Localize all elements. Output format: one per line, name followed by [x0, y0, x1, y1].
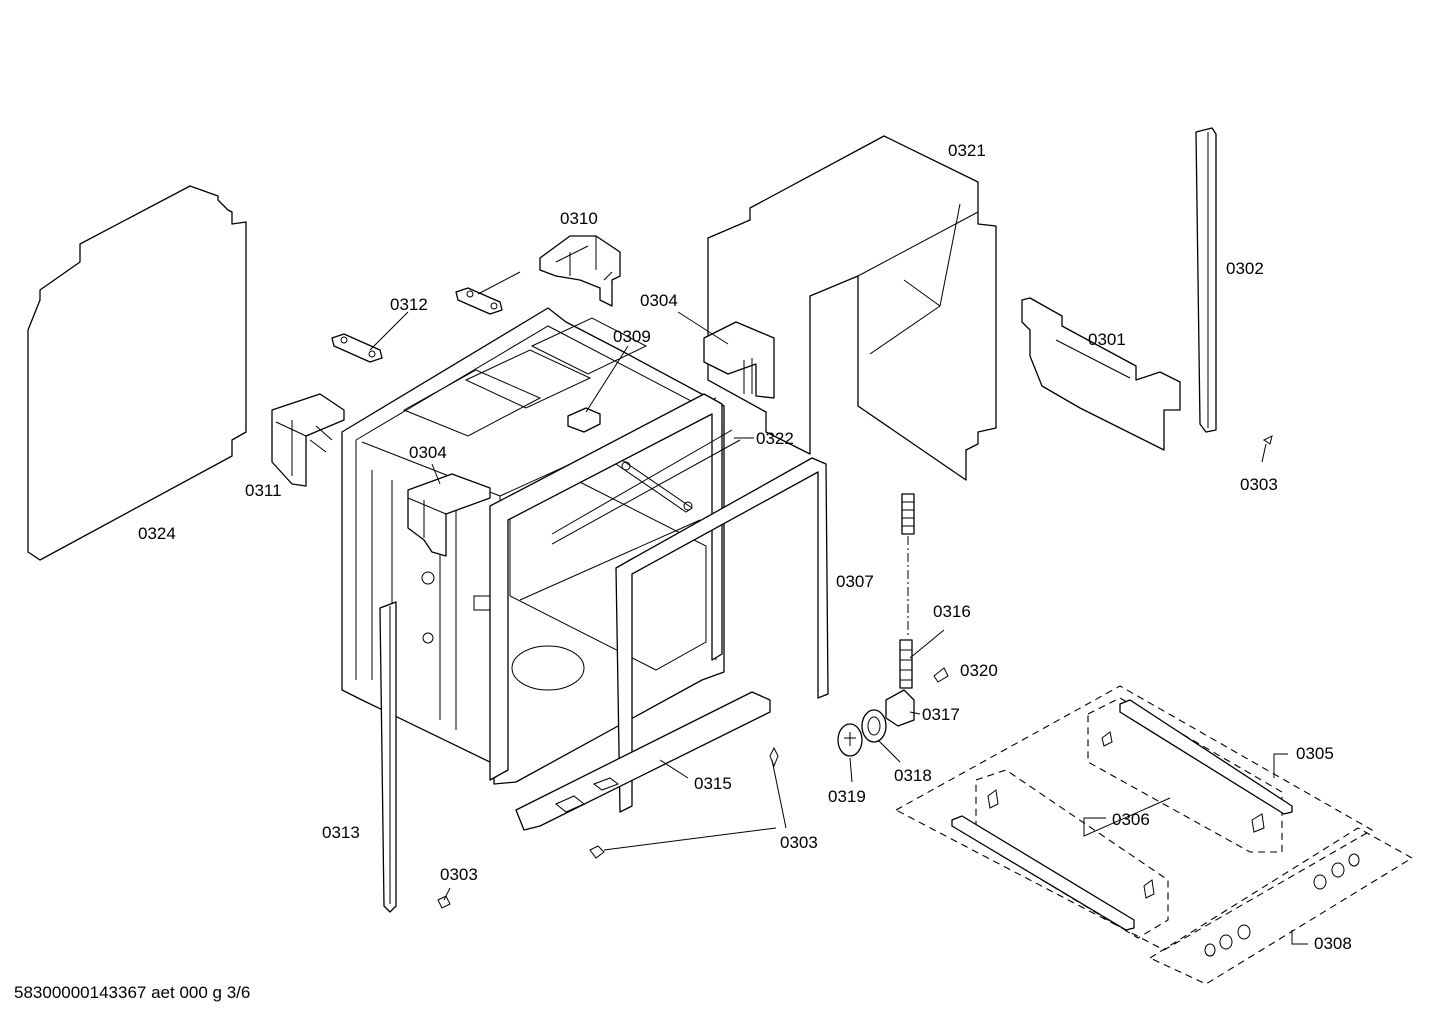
part-rail-kits: [894, 685, 1414, 985]
part-labels: 0321 0302 0310 0312 0304 0309 0301 0322 …: [138, 141, 1352, 953]
part-0318-ring: [861, 709, 887, 743]
document-code: 58300000143367 aet 000 g 3/6: [14, 983, 250, 1002]
label-0311: 0311: [245, 481, 282, 500]
label-0316: 0316: [933, 602, 971, 621]
label-0304-right: 0304: [640, 291, 678, 310]
part-0312-plates: [331, 287, 503, 363]
label-0302: 0302: [1226, 259, 1264, 278]
label-0303-left: 0303: [440, 865, 478, 884]
part-0310-bracket: [539, 235, 621, 307]
part-0309-clip: [567, 407, 601, 433]
label-0310: 0310: [560, 209, 598, 228]
label-0317: 0317: [922, 705, 960, 724]
label-0301: 0301: [1088, 330, 1126, 349]
label-0309: 0309: [613, 327, 651, 346]
label-0306: 0306: [1112, 810, 1150, 829]
part-0302-strip: [1195, 127, 1217, 433]
part-0313-strip: [379, 601, 397, 913]
label-0315: 0315: [694, 774, 732, 793]
label-0312: 0312: [390, 295, 428, 314]
part-0317-elbow: [885, 689, 915, 727]
label-0303-right: 0303: [1240, 475, 1278, 494]
label-0304-left: 0304: [409, 443, 447, 462]
part-0322-frame: [489, 393, 741, 781]
part-0324-side-panel: [27, 185, 247, 561]
label-0322: 0322: [756, 429, 794, 448]
part-0301-plate: [1021, 297, 1181, 451]
part-0321-cover: [707, 135, 997, 481]
label-0321: 0321: [948, 141, 986, 160]
part-0316-hose: [899, 493, 915, 689]
label-0307: 0307: [836, 572, 874, 591]
label-0313: 0313: [322, 823, 360, 842]
label-0324: 0324: [138, 524, 176, 543]
leader-lines: [369, 271, 1308, 945]
part-0304-bracket-left: [407, 473, 491, 557]
part-0311-bracket: [271, 393, 345, 487]
label-0318: 0318: [894, 766, 932, 785]
label-0319: 0319: [828, 787, 866, 806]
label-0303-center: 0303: [780, 833, 818, 852]
label-0305: 0305: [1296, 744, 1334, 763]
part-0307-door-seal: [615, 457, 829, 813]
part-0319-cap: [837, 723, 863, 757]
label-0308: 0308: [1314, 934, 1352, 953]
part-0315-rail: [515, 691, 771, 831]
part-0304-bracket-right: [703, 321, 775, 399]
label-0320: 0320: [960, 661, 998, 680]
